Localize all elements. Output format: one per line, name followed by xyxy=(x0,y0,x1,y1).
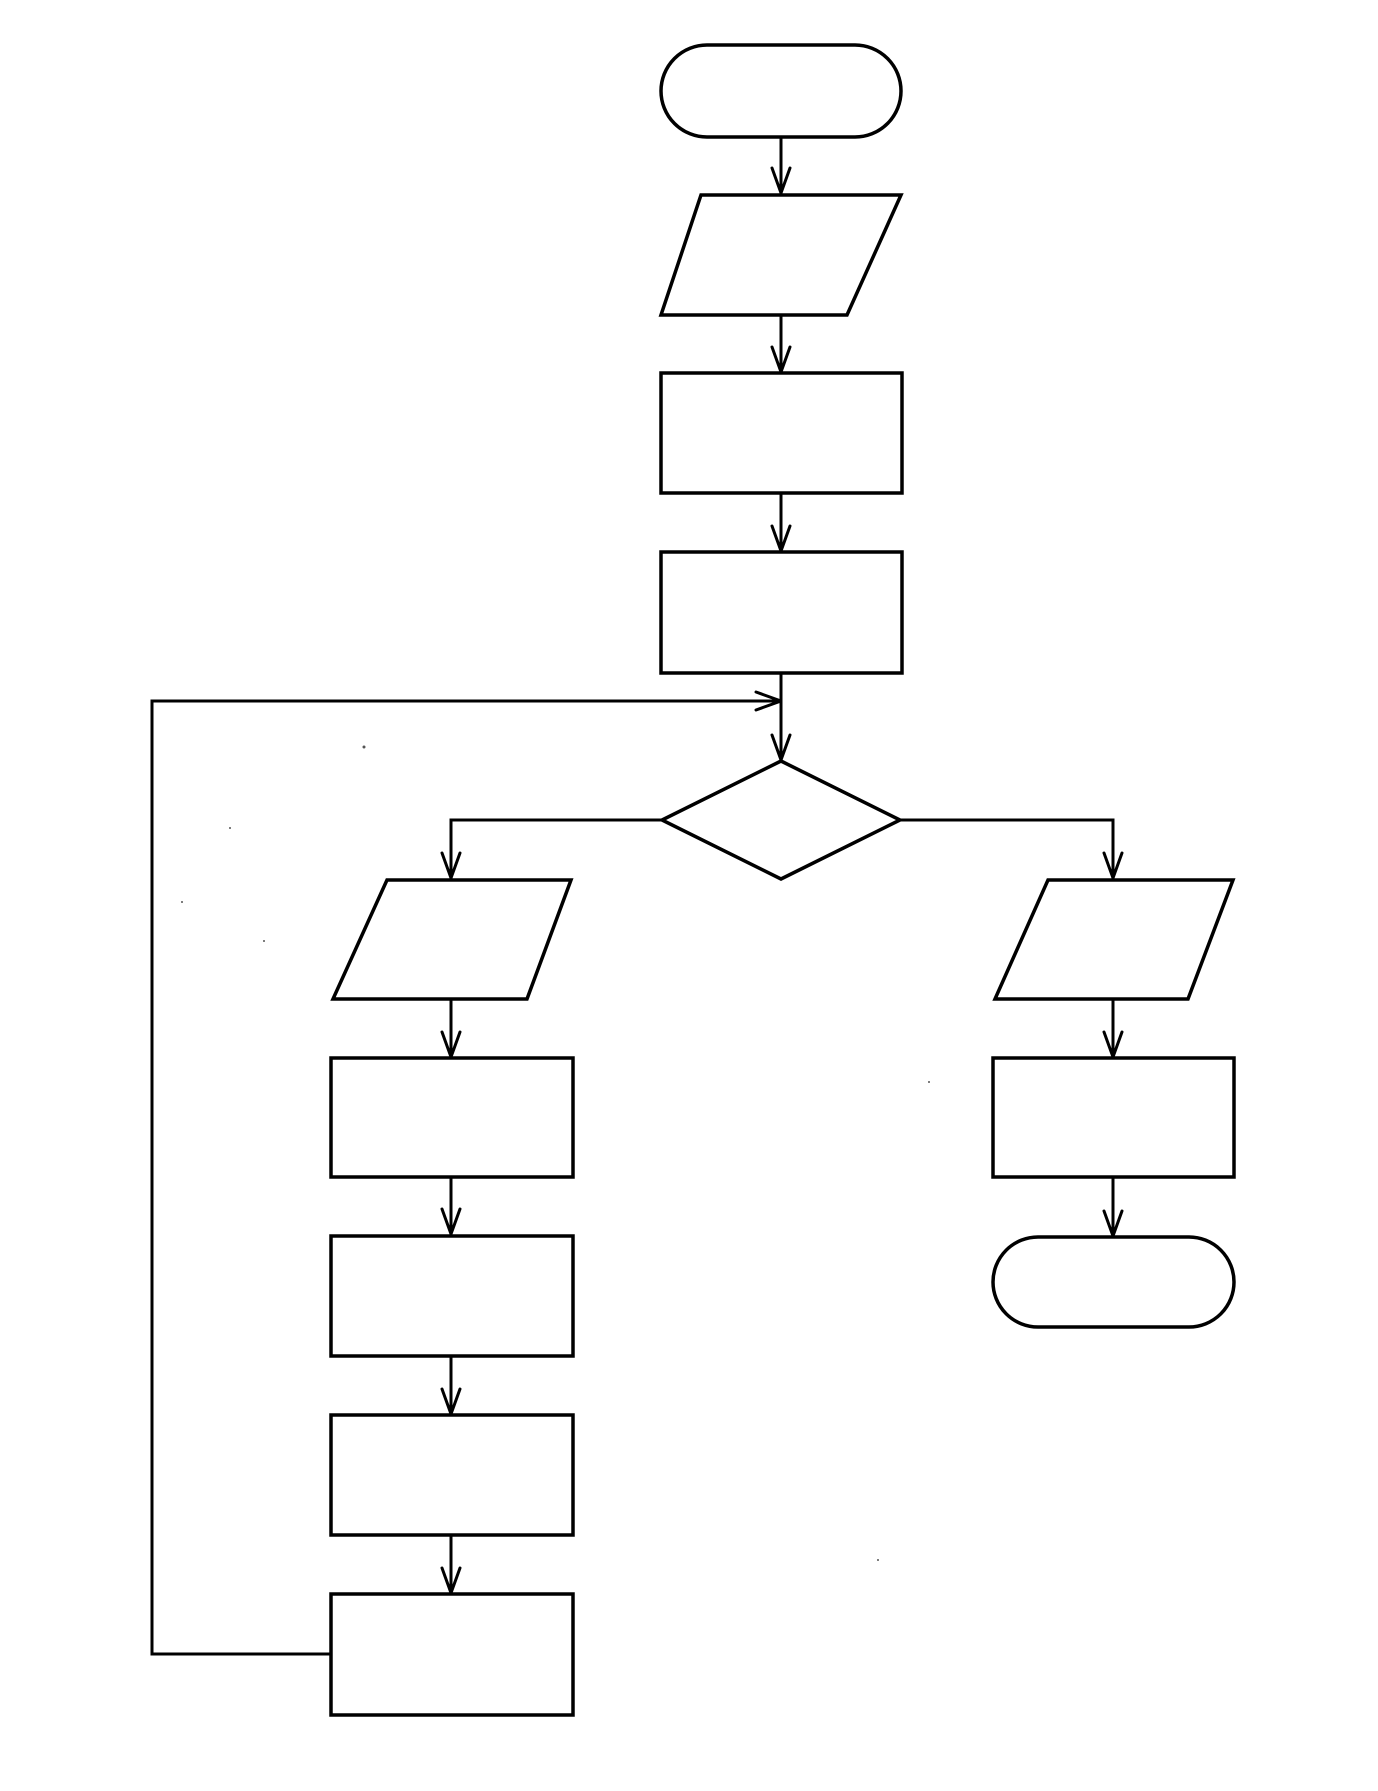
edge-decision-to-right-io xyxy=(898,818,1115,880)
decision-diamond xyxy=(658,759,904,881)
arrowhead xyxy=(440,851,462,880)
arrowhead xyxy=(440,1207,462,1236)
scan-speck xyxy=(181,901,183,903)
edge-loop-back xyxy=(150,699,783,1656)
right-io-parallelogram xyxy=(992,878,1236,1001)
left-process-box-1 xyxy=(329,1056,575,1179)
left-process-box-4 xyxy=(329,1592,575,1717)
left-process-box-2 xyxy=(329,1234,575,1358)
end-terminator xyxy=(991,1235,1236,1329)
arrowhead xyxy=(770,166,792,195)
scan-speck xyxy=(928,1081,930,1083)
scan-speck xyxy=(229,827,231,829)
arrowhead xyxy=(754,690,783,712)
scan-noise xyxy=(181,745,930,1561)
right-process-box xyxy=(991,1056,1236,1179)
left-process-box-3 xyxy=(329,1413,575,1537)
scan-speck xyxy=(877,1559,879,1561)
scan-speck xyxy=(263,940,265,942)
input-parallelogram xyxy=(658,193,904,317)
scan-speck xyxy=(362,745,366,749)
left-io-parallelogram xyxy=(330,878,574,1001)
nodes xyxy=(329,43,1236,1717)
process-box-2 xyxy=(659,550,904,675)
arrowhead xyxy=(1102,851,1124,880)
edge-decision-to-left-io xyxy=(449,818,664,880)
connectors xyxy=(150,136,1124,1656)
process-box-1 xyxy=(659,371,904,495)
start-terminator xyxy=(659,43,903,139)
